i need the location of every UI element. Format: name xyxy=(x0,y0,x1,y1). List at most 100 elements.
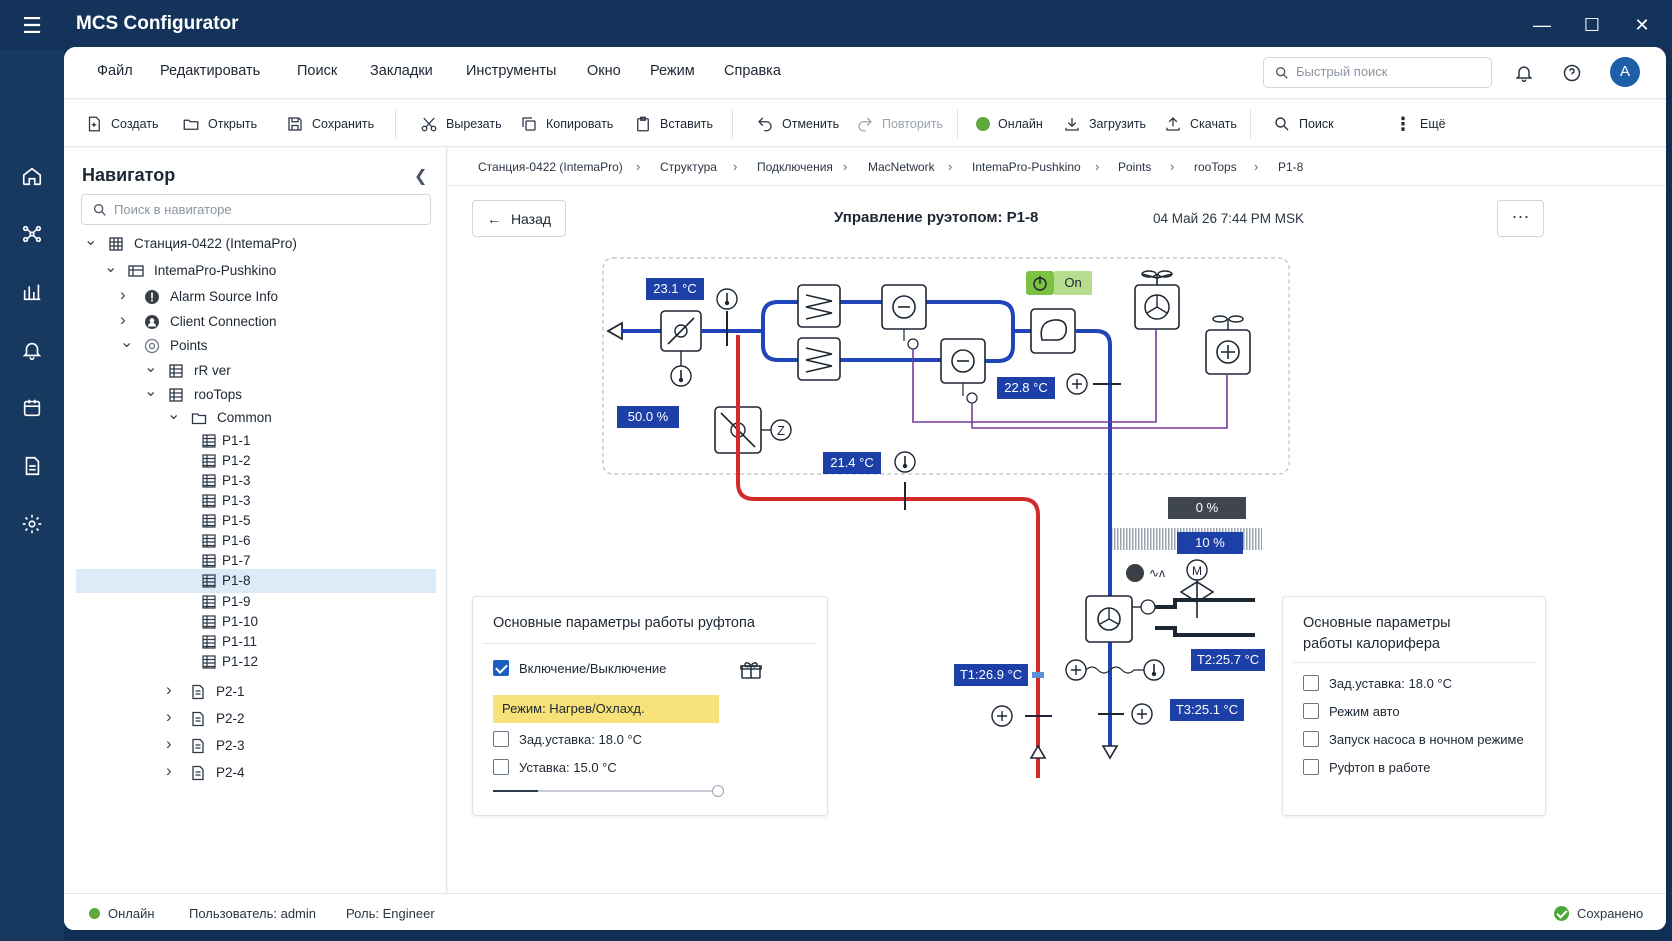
menu-bookmarks[interactable]: Закладки xyxy=(370,63,433,79)
heater-checkbox[interactable] xyxy=(1303,759,1319,775)
navigator-search[interactable] xyxy=(81,194,431,225)
menu-help[interactable]: Справка xyxy=(724,63,781,79)
close-icon[interactable]: ✕ xyxy=(1634,15,1650,35)
quick-search[interactable] xyxy=(1263,57,1492,88)
tree-item[interactable]: ⌄rooTops xyxy=(64,383,446,407)
setpoint-slider[interactable] xyxy=(493,785,724,797)
heater-checkbox-row[interactable]: Режим авто xyxy=(1303,703,1400,719)
tree-item[interactable]: ⌄rR ver xyxy=(64,359,446,383)
home-icon[interactable] xyxy=(14,158,50,194)
tree-item[interactable]: P1-9 xyxy=(64,590,446,614)
tree-item[interactable]: P1-11 xyxy=(64,630,446,654)
chevron-right-icon[interactable]: › xyxy=(166,761,172,780)
undo-button[interactable]: Отменить xyxy=(756,109,839,139)
navigator-search-input[interactable] xyxy=(114,202,424,217)
onoff-checkbox[interactable] xyxy=(493,660,509,676)
settings-gear-icon[interactable] xyxy=(14,506,50,542)
breadcrumb-item[interactable]: Points xyxy=(1118,160,1152,174)
tree-item[interactable]: ›Alarm Source Info xyxy=(64,285,446,309)
chevron-down-icon[interactable]: ⌄ xyxy=(167,406,181,423)
heat-exchanger-icon[interactable] xyxy=(797,284,841,328)
chevron-right-icon[interactable]: › xyxy=(120,285,126,304)
breadcrumb-item[interactable]: Подключения xyxy=(757,160,833,174)
upload-button[interactable]: Загрузить xyxy=(1063,109,1146,139)
open-button[interactable]: Открыть xyxy=(182,109,257,139)
chevron-down-icon[interactable]: ⌄ xyxy=(104,259,118,276)
hamburger-menu-icon[interactable]: ☰ xyxy=(22,13,42,38)
menu-window[interactable]: Окно xyxy=(587,63,621,79)
valve-motor-icon[interactable] xyxy=(1186,559,1208,581)
three-way-valve-icon[interactable] xyxy=(1179,580,1215,618)
tree-item[interactable]: ›P2-2 xyxy=(64,707,446,731)
search-button[interactable]: Поиск xyxy=(1273,109,1334,139)
chart-icon[interactable] xyxy=(14,274,50,310)
breadcrumb-item[interactable]: rooTops xyxy=(1194,160,1237,174)
redo-button[interactable]: Повторить xyxy=(856,109,943,139)
chevron-down-icon[interactable]: ⌄ xyxy=(144,383,158,400)
copy-button[interactable]: Копировать xyxy=(520,109,613,139)
user-avatar[interactable]: A xyxy=(1610,57,1640,87)
report-icon[interactable] xyxy=(14,448,50,484)
chevron-down-icon[interactable]: ⌄ xyxy=(120,334,134,351)
setting-checkbox[interactable] xyxy=(493,759,509,775)
quick-search-input[interactable] xyxy=(1296,64,1484,79)
setting-checkbox-row[interactable]: Уставка: 15.0 °C xyxy=(493,759,617,775)
cut-button[interactable]: Вырезать xyxy=(420,109,502,139)
actuator-z-icon[interactable] xyxy=(770,419,792,441)
save-button[interactable]: Сохранить xyxy=(286,109,374,139)
online-status-button[interactable]: Онлайн xyxy=(976,109,1043,139)
calendar-icon[interactable] xyxy=(14,390,50,426)
heater-checkbox[interactable] xyxy=(1303,675,1319,691)
page-more-button[interactable]: ··· xyxy=(1497,200,1544,237)
download-button[interactable]: Скачать xyxy=(1164,109,1237,139)
tree-item[interactable]: P1-8 xyxy=(76,569,436,593)
heater-checkbox-row[interactable]: Зад.уставка: 18.0 °C xyxy=(1303,675,1452,691)
heater-checkbox-row[interactable]: Запуск насоса в ночном режиме xyxy=(1303,731,1524,747)
menu-edit[interactable]: Редактировать xyxy=(160,63,261,79)
collapse-chevron-icon[interactable]: ❮ xyxy=(414,168,428,185)
compressor-icon[interactable] xyxy=(1030,308,1076,354)
menu-tools[interactable]: Инструменты xyxy=(466,63,557,79)
back-button[interactable]: ← Назад xyxy=(472,200,566,237)
menu-file[interactable]: Файл xyxy=(97,63,133,79)
gift-icon[interactable] xyxy=(739,657,763,681)
tree-item[interactable]: ⌄Points xyxy=(64,334,446,358)
breadcrumb-item[interactable]: MacNetwork xyxy=(868,160,935,174)
setpoint-checkbox-row[interactable]: Зад.уставка: 18.0 °C xyxy=(493,731,642,747)
slider-thumb[interactable] xyxy=(712,785,724,797)
breadcrumb-item[interactable]: Структура xyxy=(660,160,717,174)
chevron-right-icon[interactable]: › xyxy=(166,680,172,699)
tree-item[interactable]: P1-12 xyxy=(64,650,446,674)
more-actions-button[interactable]: ⋮ Ещё xyxy=(1394,114,1446,134)
heater-checkbox-row[interactable]: Руфтоп в работе xyxy=(1303,759,1431,775)
breadcrumb-item[interactable]: Станция-0422 (IntemaPro) xyxy=(478,160,623,174)
tree-item[interactable]: ›P2-3 xyxy=(64,734,446,758)
chevron-right-icon[interactable]: › xyxy=(166,734,172,753)
menu-mode[interactable]: Режим xyxy=(650,63,695,79)
setpoint-checkbox[interactable] xyxy=(493,731,509,747)
menu-search[interactable]: Поиск xyxy=(297,63,338,79)
tree-item[interactable]: P1-6 xyxy=(64,529,446,553)
create-button[interactable]: Создать xyxy=(85,109,159,139)
notification-bell-icon[interactable] xyxy=(1510,59,1538,87)
tree-item[interactable]: P1-5 xyxy=(64,509,446,533)
tree-item[interactable]: P1-7 xyxy=(64,549,446,573)
tree-item[interactable]: ⌄Станция-0422 (IntemaPro) xyxy=(64,232,446,256)
tree-item[interactable]: P1-10 xyxy=(64,610,446,634)
tree-item[interactable]: P1-3 xyxy=(64,489,446,513)
chevron-down-icon[interactable]: ⌄ xyxy=(144,359,158,376)
tree-item[interactable]: ›Client Connection xyxy=(64,310,446,334)
tree-item[interactable]: ⌄Common xyxy=(64,406,446,430)
help-icon[interactable] xyxy=(1558,59,1586,87)
tree-item[interactable]: P1-1 xyxy=(64,429,446,453)
chevron-down-icon[interactable]: ⌄ xyxy=(84,232,98,249)
alarm-bell-icon[interactable] xyxy=(14,332,50,368)
chevron-right-icon[interactable]: › xyxy=(120,310,126,329)
chevron-right-icon[interactable]: › xyxy=(166,707,172,726)
heater-checkbox[interactable] xyxy=(1303,731,1319,747)
breadcrumb-item[interactable]: IntemaPro-Pushkino xyxy=(972,160,1081,174)
tree-item[interactable]: P1-2 xyxy=(64,449,446,473)
network-icon[interactable] xyxy=(14,216,50,252)
tree-item[interactable]: ›P2-4 xyxy=(64,761,446,785)
tree-item[interactable]: ›P2-1 xyxy=(64,680,446,704)
